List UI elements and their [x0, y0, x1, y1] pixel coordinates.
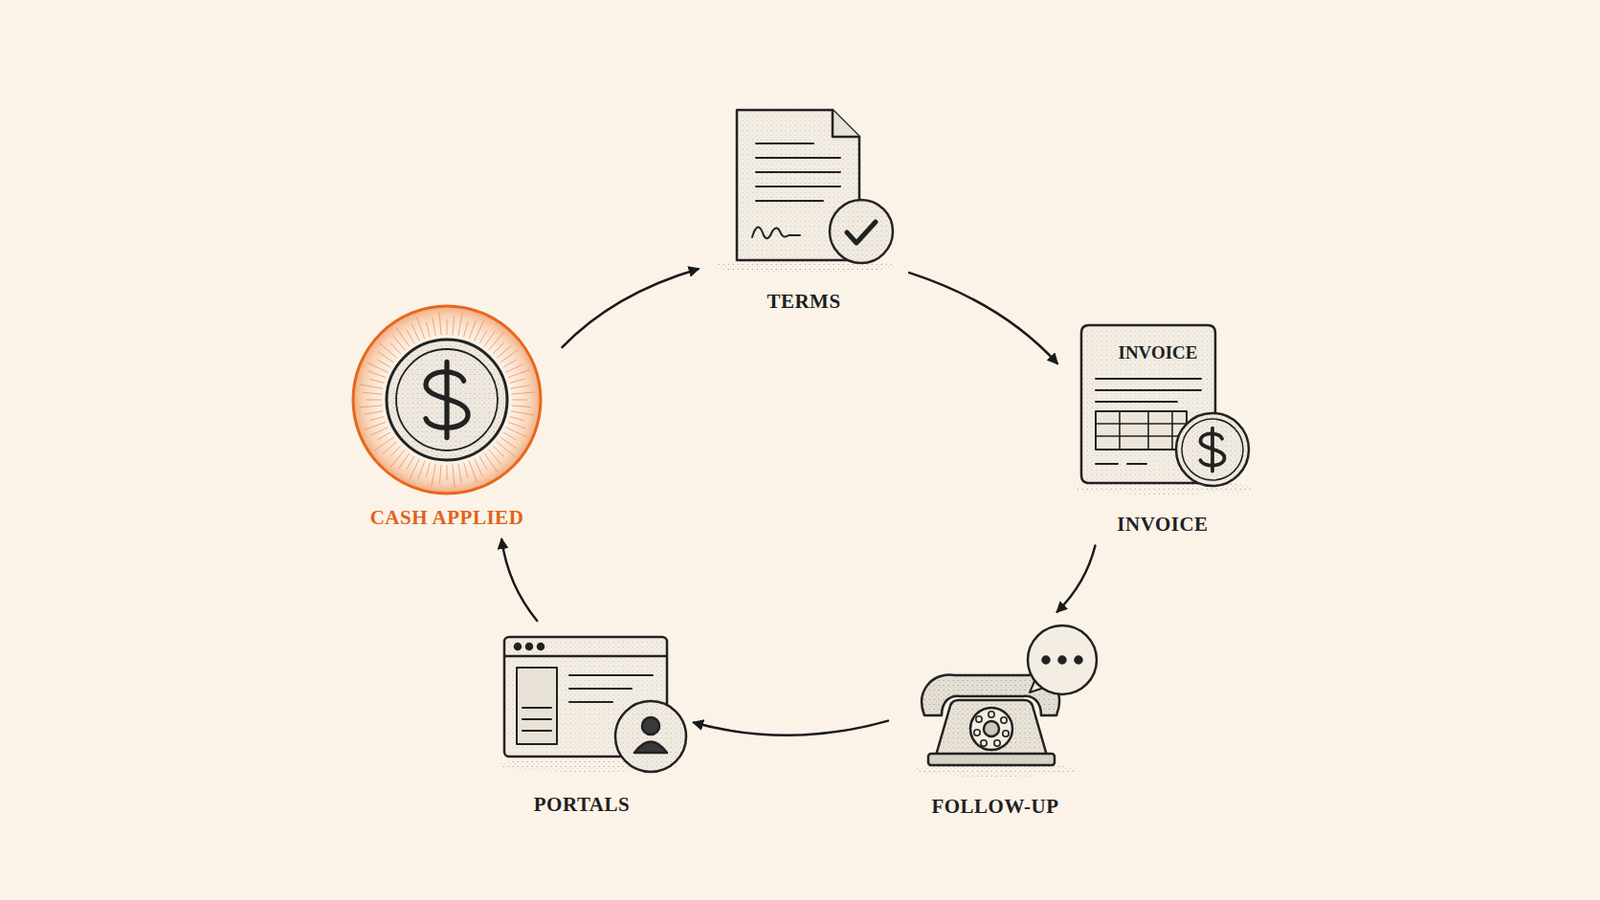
- glow-ray: [452, 465, 455, 489]
- glow-ray: [367, 371, 386, 378]
- invoice-step: INVOICE INVOICE: [1066, 320, 1259, 536]
- cash-applied-step: CASH APPLIED: [341, 298, 553, 530]
- glow-ray: [432, 316, 436, 336]
- glow-ray: [364, 422, 387, 430]
- follow-up-step: FOLLOW-UP: [899, 622, 1091, 819]
- portals-step: PORTALS: [481, 631, 683, 817]
- step-label: PORTALS: [533, 794, 630, 817]
- glow-ray: [468, 320, 476, 339]
- glow-ray: [464, 322, 468, 337]
- step-label: FOLLOW-UP: [931, 796, 1059, 819]
- glow-ray: [377, 432, 391, 441]
- glow-ray: [506, 364, 524, 373]
- glow-ray: [358, 405, 382, 408]
- glow-ray: [396, 328, 410, 348]
- glow-ray: [362, 392, 382, 395]
- glow-ray: [425, 322, 430, 337]
- glow-ray: [390, 449, 405, 467]
- glow-ray: [390, 343, 401, 355]
- icon-space: [481, 631, 683, 795]
- glow-ray: [479, 330, 488, 344]
- glow-ray: [370, 427, 388, 436]
- terms-document-icon: [736, 110, 893, 264]
- glow-ray: [369, 417, 384, 422]
- glow-ray: [508, 370, 531, 378]
- glow-ray: [511, 392, 535, 395]
- glow-ray: [375, 437, 395, 451]
- glow-ray: [359, 384, 383, 389]
- glow-ray: [479, 456, 488, 470]
- cycle-arrow: [1057, 546, 1096, 613]
- document-heading: INVOICE: [1117, 343, 1198, 364]
- glow-ray: [492, 445, 504, 457]
- glow-ray: [431, 464, 436, 488]
- glow-ray: [377, 359, 391, 368]
- cycle-arrow: [561, 268, 698, 348]
- icon-space: [341, 298, 553, 508]
- icon-space: [899, 622, 1091, 797]
- glow-ray: [508, 422, 527, 429]
- glow-ray: [503, 432, 517, 441]
- glow-ray: [484, 453, 498, 473]
- step-label: TERMS: [766, 290, 841, 313]
- glow-ray: [390, 445, 401, 457]
- glow-ray: [510, 378, 525, 383]
- terms-step: TERMS: [708, 103, 900, 313]
- glow-ray: [510, 417, 525, 422]
- cycle-arrow: [501, 539, 537, 622]
- glow-ray: [418, 461, 425, 480]
- glow-ray: [366, 400, 382, 401]
- glow-ray: [500, 349, 520, 363]
- glow-ray: [458, 312, 463, 336]
- glow-ray: [474, 459, 483, 477]
- glow-ray: [464, 463, 468, 478]
- glow-ray: [379, 343, 398, 358]
- glow-ray: [492, 343, 504, 355]
- telephone-icon: [921, 625, 1097, 766]
- glow-ray: [439, 311, 442, 335]
- glow-ray: [406, 456, 415, 470]
- glow-ray: [406, 330, 415, 344]
- glow-ray: [496, 442, 514, 457]
- cycle-arrow: [693, 721, 889, 736]
- glow-ray: [511, 411, 534, 416]
- glow-ray: [458, 464, 462, 484]
- glow-ray: [511, 400, 528, 401]
- glow-ray: [511, 385, 531, 389]
- glow-ray: [511, 405, 532, 408]
- cycle-arrow: [909, 272, 1058, 364]
- glow-ray: [425, 463, 430, 478]
- glow-ray: [369, 378, 384, 383]
- glow-ray: [468, 461, 477, 484]
- glow-ray: [446, 465, 448, 481]
- glow-ray: [363, 411, 383, 415]
- step-label: INVOICE: [1116, 513, 1208, 536]
- glow-ray: [452, 315, 455, 335]
- step-label: CASH APPLIED: [370, 507, 525, 530]
- glow-ray: [417, 317, 425, 340]
- cash-coin-icon: [353, 306, 541, 494]
- glow-ray: [503, 359, 517, 368]
- glow-ray: [439, 465, 442, 485]
- glow-ray: [411, 323, 420, 341]
- ground-shadows: [497, 259, 1254, 778]
- icon-space: [708, 103, 900, 291]
- glow-ray: [446, 319, 448, 335]
- invoice-document-icon: [1081, 325, 1249, 487]
- portal-window-icon: [504, 637, 687, 773]
- glow-ray: [488, 333, 504, 351]
